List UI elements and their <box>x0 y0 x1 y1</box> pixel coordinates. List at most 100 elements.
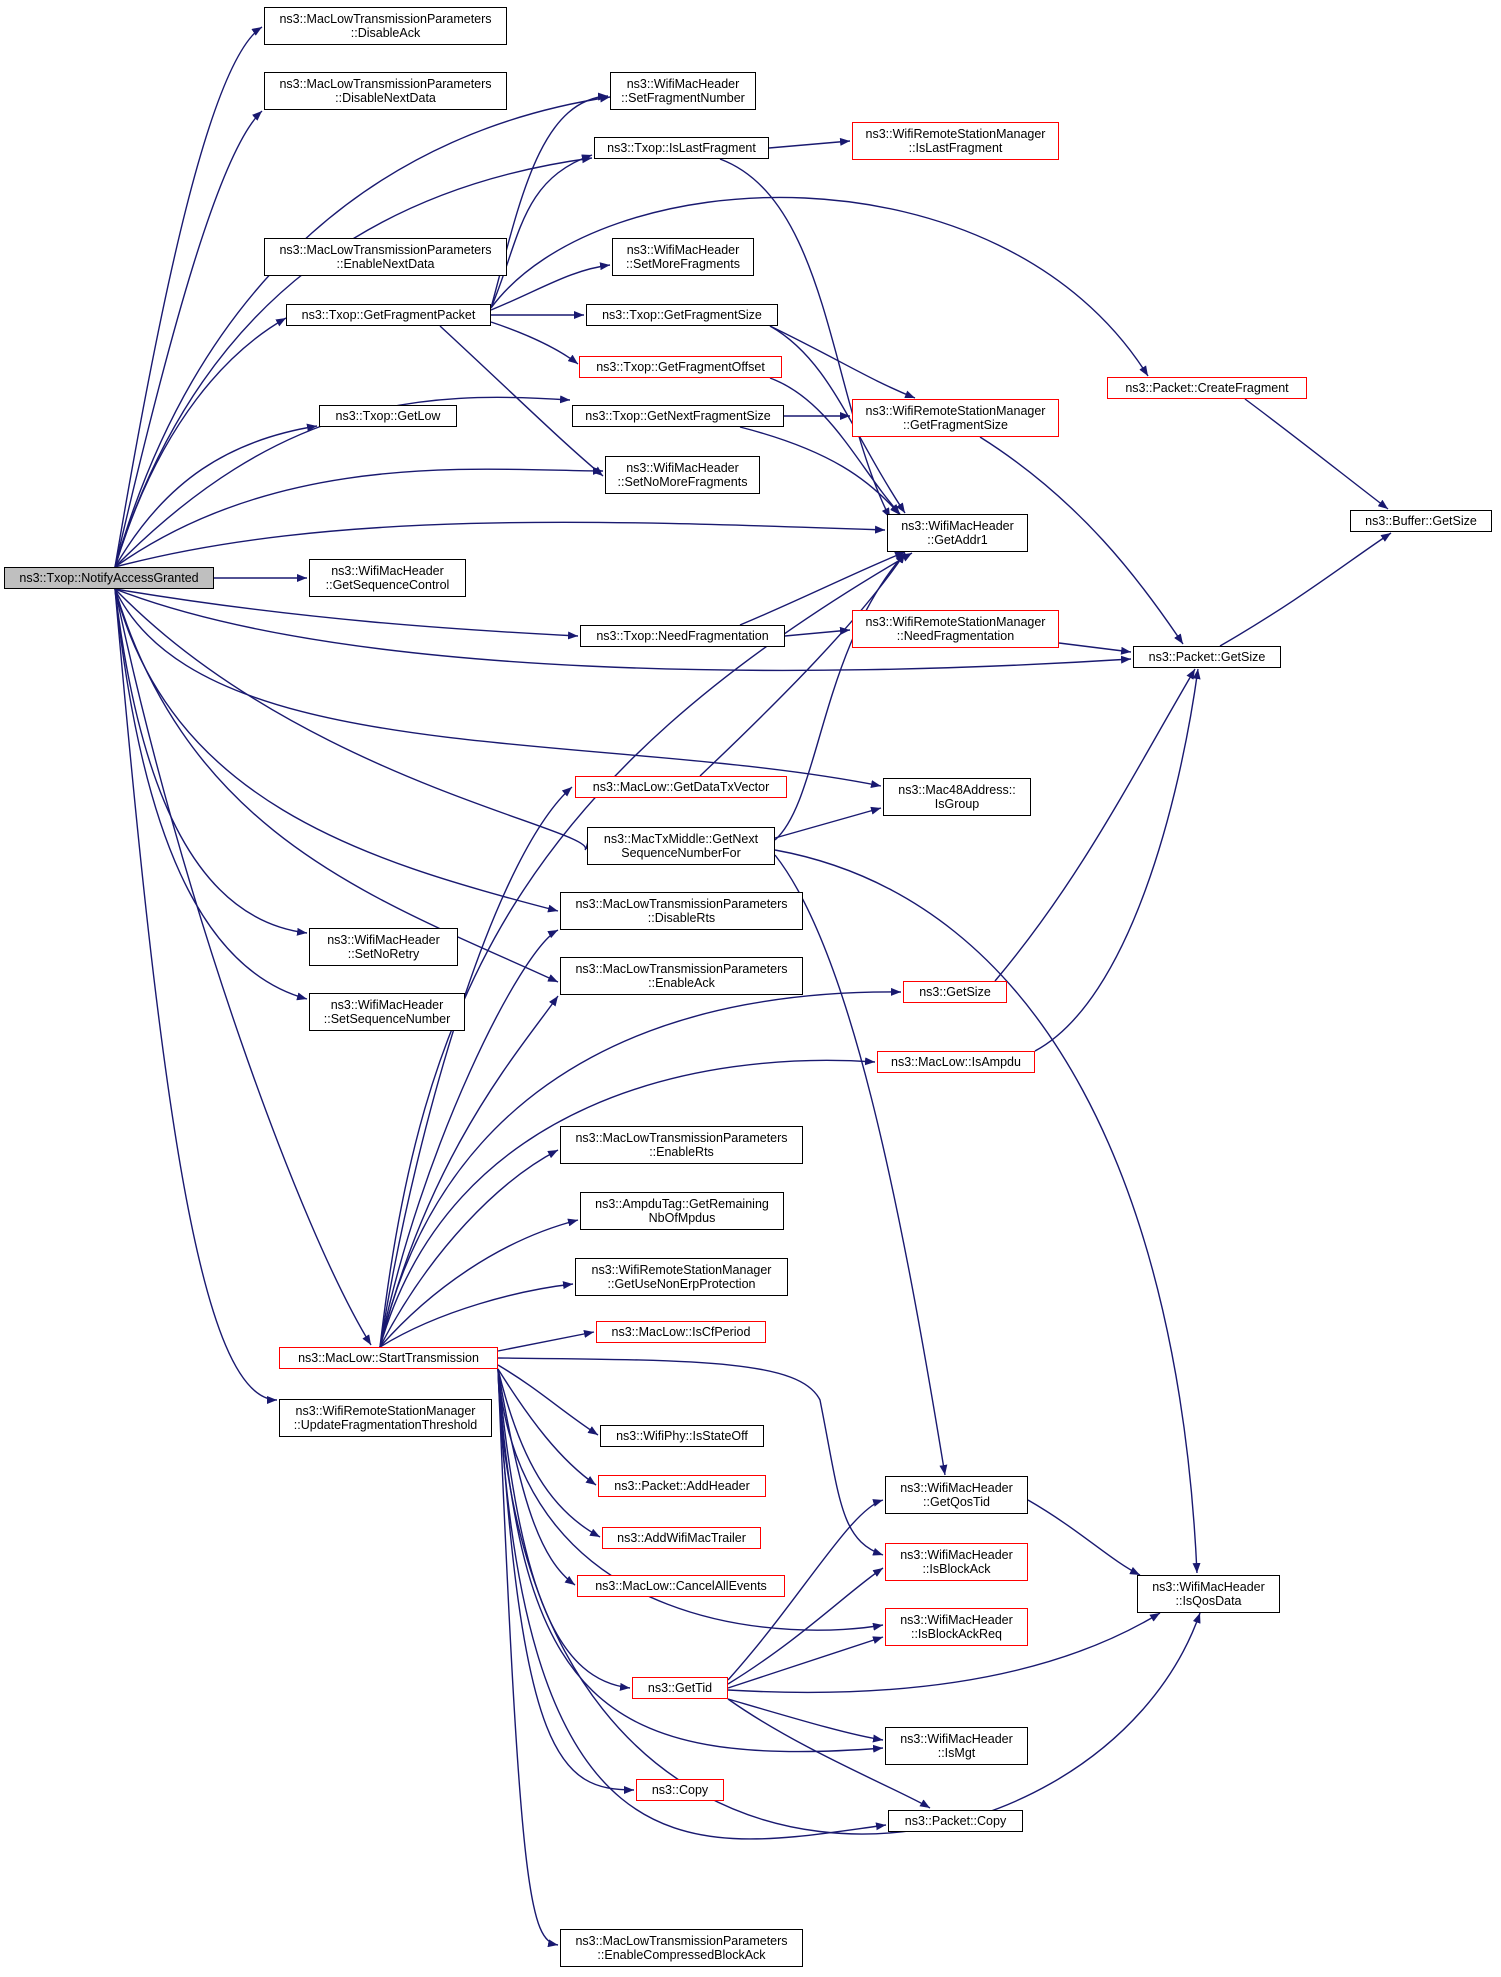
call-edge <box>1034 668 1201 1052</box>
node-packet-add-header[interactable]: ns3::Packet::AddHeader <box>598 1475 766 1497</box>
node-get-addr1[interactable]: ns3::WifiMacHeader::GetAddr1 <box>887 514 1028 552</box>
node-get-qos-tid[interactable]: ns3::WifiMacHeader::GetQosTid <box>885 1476 1028 1514</box>
node-label: ::GetUseNonErpProtection <box>607 1277 756 1291</box>
node-get-data-tx-vector[interactable]: ns3::MacLow::GetDataTxVector <box>575 776 787 798</box>
node-enable-ack[interactable]: ns3::MacLowTransmissionParameters::Enabl… <box>560 957 803 995</box>
call-edge <box>379 929 559 1348</box>
node-label: ns3::MacLow::IsCfPeriod <box>611 1324 751 1339</box>
node-label: SequenceNumberFor <box>621 846 741 860</box>
node-set-sequence-number[interactable]: ns3::WifiMacHeader::SetSequenceNumber <box>309 993 465 1031</box>
call-edge <box>497 1368 635 1794</box>
node-label: ns3::MacLow::StartTransmission <box>298 1350 479 1365</box>
call-edge <box>769 325 906 514</box>
node-mac48-is-group[interactable]: ns3::Mac48Address::IsGroup <box>883 778 1031 816</box>
node-label: ::SetNoRetry <box>347 947 420 961</box>
call-edge <box>114 588 882 788</box>
node-enable-rts[interactable]: ns3::MacLowTransmissionParameters::Enabl… <box>560 1126 803 1164</box>
node-wrsm-need-fragmentation[interactable]: ns3::WifiRemoteStationManager::NeedFragm… <box>852 610 1059 648</box>
call-edge <box>114 588 308 936</box>
node-get-sequence-control[interactable]: ns3::WifiMacHeader::GetSequenceControl <box>309 559 466 597</box>
node-label: NbOfMpdus <box>648 1211 716 1225</box>
node-wrsm-get-fragment-size[interactable]: ns3::WifiRemoteStationManager::GetFragme… <box>852 399 1059 437</box>
node-set-no-more-fragments[interactable]: ns3::WifiMacHeader::SetNoMoreFragments <box>605 456 760 494</box>
node-label: ns3::MacLowTransmissionParameters <box>575 961 788 976</box>
node-get-use-non-erp-protection[interactable]: ns3::WifiRemoteStationManager::GetUseNon… <box>575 1258 788 1296</box>
node-is-qos-data[interactable]: ns3::WifiMacHeader::IsQosData <box>1137 1575 1280 1613</box>
node-label: ns3::Txop::NeedFragmentation <box>596 628 769 643</box>
node-wifi-phy-is-state-off[interactable]: ns3::WifiPhy::IsStateOff <box>600 1425 764 1447</box>
node-is-block-ack-req[interactable]: ns3::WifiMacHeader::IsBlockAckReq <box>885 1608 1028 1646</box>
node-disable-next-data[interactable]: ns3::MacLowTransmissionParameters::Disab… <box>264 72 507 110</box>
node-enable-next-data[interactable]: ns3::MacLowTransmissionParameters::Enabl… <box>264 238 507 276</box>
node-label: ::EnableAck <box>648 976 715 990</box>
node-label: ns3::MacLow::CancelAllEvents <box>595 1578 767 1593</box>
node-packet-get-size[interactable]: ns3::Packet::GetSize <box>1133 646 1281 668</box>
node-label: ::IsLastFragment <box>908 141 1003 155</box>
node-label: ::EnableRts <box>649 1145 714 1159</box>
node-label: ::DisableAck <box>350 26 421 40</box>
call-edge <box>114 588 278 1404</box>
node-get-fragment-offset[interactable]: ns3::Txop::GetFragmentOffset <box>579 356 782 378</box>
call-edge <box>490 196 1149 377</box>
call-edge <box>439 325 604 477</box>
node-label: ns3::Copy <box>651 1782 709 1797</box>
node-label: ::IsBlockAckReq <box>910 1627 1002 1641</box>
node-label: ns3::AddWifiMacTrailer <box>617 1530 746 1545</box>
call-edge <box>699 552 906 777</box>
node-label: ::DisableNextData <box>335 91 436 105</box>
node-get-next-fragment-size[interactable]: ns3::Txop::GetNextFragmentSize <box>572 405 784 427</box>
call-edge <box>768 137 851 149</box>
node-enable-compressed-block-ack[interactable]: ns3::MacLowTransmissionParameters::Enabl… <box>560 1929 803 1967</box>
node-set-fragment-number[interactable]: ns3::WifiMacHeader::SetFragmentNumber <box>610 72 756 110</box>
call-edge <box>379 552 913 1348</box>
call-edge <box>379 1057 876 1348</box>
node-ns3-copy[interactable]: ns3::Copy <box>636 1779 724 1801</box>
node-label: ns3::AmpduTag::GetRemaining <box>595 1196 769 1211</box>
node-get-tid[interactable]: ns3::GetTid <box>632 1677 728 1699</box>
node-root[interactable]: ns3::Txop::NotifyAccessGranted <box>4 567 214 589</box>
node-packet-copy[interactable]: ns3::Packet::Copy <box>888 1810 1023 1832</box>
node-cancel-all-events[interactable]: ns3::MacLow::CancelAllEvents <box>577 1575 785 1597</box>
node-get-fragment-size[interactable]: ns3::Txop::GetFragmentSize <box>586 304 778 326</box>
call-edge <box>994 668 1196 982</box>
call-edge <box>114 521 886 568</box>
node-label: ns3::MacLowTransmissionParameters <box>279 11 492 26</box>
node-start-transmission[interactable]: ns3::MacLow::StartTransmission <box>279 1347 498 1369</box>
node-label: ns3::WifiRemoteStationManager <box>865 126 1046 141</box>
node-label: ns3::WifiMacHeader <box>626 242 740 257</box>
node-set-no-retry[interactable]: ns3::WifiMacHeader::SetNoRetry <box>309 928 458 966</box>
node-disable-ack[interactable]: ns3::MacLowTransmissionParameters::Disab… <box>264 7 507 45</box>
node-set-more-fragments[interactable]: ns3::WifiMacHeader::SetMoreFragments <box>612 238 754 276</box>
node-get-fragment-packet[interactable]: ns3::Txop::GetFragmentPacket <box>286 304 491 326</box>
node-label: ::EnableNextData <box>336 257 435 271</box>
node-update-fragmentation-threshold[interactable]: ns3::WifiRemoteStationManager::UpdateFra… <box>279 1399 492 1437</box>
node-ns3-get-size[interactable]: ns3::GetSize <box>903 981 1007 1003</box>
call-edge <box>739 426 901 516</box>
call-edge <box>769 325 916 399</box>
node-mac-low-is-ampdu[interactable]: ns3::MacLow::IsAmpdu <box>877 1051 1035 1073</box>
node-is-cf-period[interactable]: ns3::MacLow::IsCfPeriod <box>596 1321 766 1343</box>
node-disable-rts[interactable]: ns3::MacLowTransmissionParameters::Disab… <box>560 892 803 930</box>
node-txop-is-last-fragment[interactable]: ns3::Txop::IsLastFragment <box>594 137 769 159</box>
node-is-mgt[interactable]: ns3::WifiMacHeader::IsMgt <box>885 1727 1028 1765</box>
node-label: ::SetSequenceNumber <box>323 1012 451 1026</box>
node-need-fragmentation[interactable]: ns3::Txop::NeedFragmentation <box>580 625 785 647</box>
node-wrsm-is-last-fragment[interactable]: ns3::WifiRemoteStationManager::IsLastFra… <box>852 122 1059 160</box>
node-packet-create-fragment[interactable]: ns3::Packet::CreateFragment <box>1107 377 1307 399</box>
node-label: ::SetNoMoreFragments <box>617 475 748 489</box>
node-label: ns3::WifiRemoteStationManager <box>865 614 1046 629</box>
node-get-low[interactable]: ns3::Txop::GetLow <box>319 405 457 427</box>
node-add-wifi-mac-trailer[interactable]: ns3::AddWifiMacTrailer <box>602 1527 761 1549</box>
node-label: ns3::MacTxMiddle::GetNext <box>603 831 759 846</box>
node-is-block-ack[interactable]: ns3::WifiMacHeader::IsBlockAck <box>885 1543 1028 1581</box>
call-edge <box>1219 532 1392 647</box>
node-buffer-get-size[interactable]: ns3::Buffer::GetSize <box>1350 510 1492 532</box>
call-edge <box>1244 398 1389 510</box>
node-label: ns3::Txop::GetFragmentOffset <box>596 359 765 374</box>
node-label: ns3::MacLowTransmissionParameters <box>575 1130 788 1145</box>
call-edge <box>114 588 372 1346</box>
node-label: ns3::Txop::GetFragmentPacket <box>301 307 476 322</box>
